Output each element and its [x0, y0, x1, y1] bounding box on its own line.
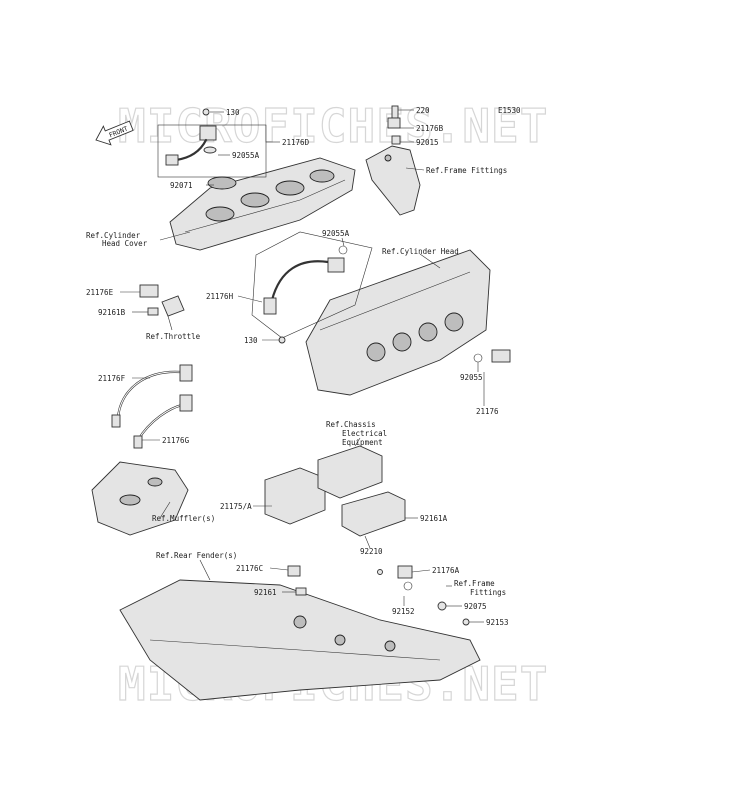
label-130-top: 130 — [226, 108, 240, 117]
label-92055A-top: 92055A — [232, 151, 260, 160]
label-ref-frame-fittings-bot-2: Fittings — [470, 588, 506, 597]
label-ref-chassis-1: Ref.Chassis — [326, 420, 376, 429]
box-21176D — [157, 124, 267, 178]
label-ref-throttle: Ref.Throttle — [146, 332, 201, 341]
sensor-21176H — [263, 245, 348, 344]
label-21176A: 21176A — [432, 566, 460, 575]
label-92161B: 92161B — [98, 308, 126, 317]
label-92152: 92152 — [392, 607, 415, 616]
label-92075: 92075 — [464, 602, 487, 611]
label-ref-cyl-head-cover-2: Head Cover — [102, 239, 148, 248]
label-92210: 92210 — [360, 547, 383, 556]
watermark-top: MICROFICHES.NET — [118, 99, 548, 153]
label-ref-chassis-2: Electrical — [342, 429, 387, 438]
label-92161A: 92161A — [420, 514, 448, 523]
label-21176C: 21176C — [236, 564, 263, 573]
sensor-21176D — [165, 108, 217, 166]
label-92161: 92161 — [254, 588, 277, 597]
gasket-92071 — [207, 176, 237, 190]
part-labels: 130 21176D 92055A 92071 Ref.Cylinder Hea… — [86, 106, 521, 627]
label-ref-frame-fittings-top: Ref.Frame Fittings — [426, 166, 507, 175]
muffler — [91, 461, 189, 536]
cylinder-head — [305, 249, 491, 396]
label-92071: 92071 — [170, 181, 193, 190]
label-92015: 92015 — [416, 138, 439, 147]
label-ref-frame-fittings-bot-1: Ref.Frame — [454, 579, 495, 588]
label-21176H: 21176H — [206, 292, 234, 301]
sensor-21176 — [473, 349, 511, 363]
label-92055A-mid: 92055A — [322, 229, 350, 238]
frame-fitting-top — [365, 105, 421, 216]
label-21176E: 21176E — [86, 288, 114, 297]
label-21176D: 21176D — [282, 138, 310, 147]
label-220: 220 — [416, 106, 430, 115]
cylinder-head-cover — [169, 157, 356, 251]
label-21176: 21176 — [476, 407, 499, 416]
box-21176H — [251, 231, 373, 339]
sensor-21176A — [377, 565, 470, 626]
label-ref-rear-fender: Ref.Rear Fender(s) — [156, 551, 237, 560]
label-ref-cyl-head-cover: Ref.Cylinder — [86, 231, 141, 240]
label-21176F: 21176F — [98, 374, 126, 383]
label-130-mid: 130 — [244, 336, 258, 345]
label-ref-cyl-head: Ref.Cylinder Head — [382, 247, 459, 256]
throttle-sensor — [139, 284, 185, 317]
label-E1530: E1530 — [498, 106, 521, 115]
o2-sensors — [111, 364, 193, 449]
label-92153: 92153 — [486, 618, 509, 627]
sensor-21176C — [287, 565, 307, 596]
label-21175A: 21175/A — [220, 502, 252, 511]
label-21176B: 21176B — [416, 124, 444, 133]
label-ref-chassis-3: Equipment — [342, 438, 383, 447]
label-92055: 92055 — [460, 373, 483, 382]
leader-lines — [120, 109, 485, 623]
ecu-21175 — [264, 445, 406, 537]
label-21176G: 21176G — [162, 436, 190, 445]
label-ref-muffler: Ref.Muffler(s) — [152, 514, 215, 523]
rear-fender — [119, 579, 481, 701]
